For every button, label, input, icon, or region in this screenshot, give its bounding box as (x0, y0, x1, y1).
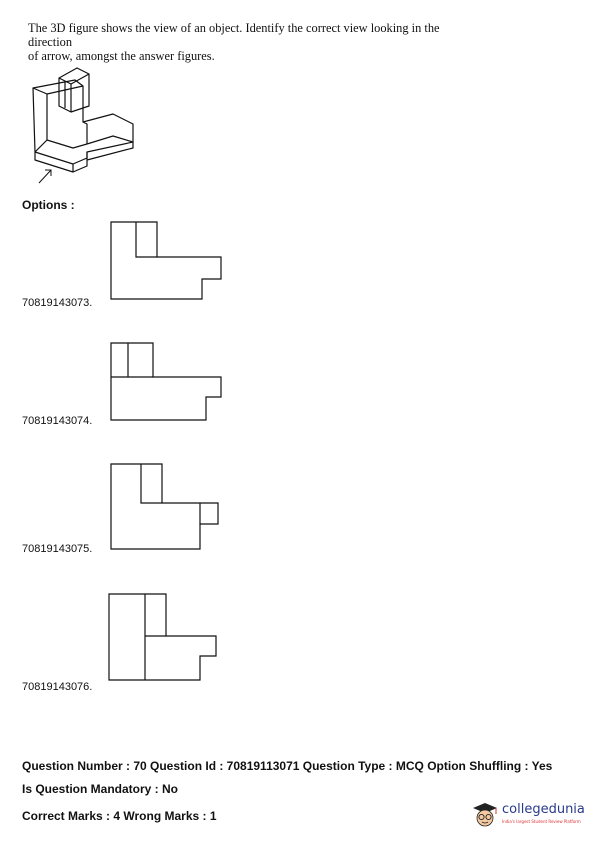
question-line-1: The 3D figure shows the view of an objec… (28, 21, 440, 49)
logo-name: collegedunia (502, 802, 585, 817)
option-figure-1 (110, 221, 222, 300)
question-line-2: of arrow, amongst the answer figures. (28, 49, 215, 63)
option-id-4: 70819143076. (22, 681, 93, 693)
option-id-3: 70819143075. (22, 543, 93, 555)
option-id-2: 70819143074. (22, 415, 93, 427)
option-id-1: 70819143073. (22, 297, 93, 309)
option-figure-3 (110, 463, 219, 550)
collegedunia-logo: collegedunia India's largest Student Rev… (470, 800, 585, 830)
question-meta-line-2: Is Question Mandatory : No (22, 782, 179, 796)
object-3d-figure (32, 67, 134, 184)
logo-tagline: India's largest Student Review Platform (502, 819, 581, 824)
question-meta-line-3: Correct Marks : 4 Wrong Marks : 1 (22, 809, 217, 823)
student-mascot-icon (473, 803, 497, 827)
option-figure-2 (110, 342, 222, 421)
option-figure-4 (108, 593, 217, 681)
options-label: Options : (22, 198, 75, 212)
arrow-icon (38, 169, 52, 184)
question-meta-line-1: Question Number : 70 Question Id : 70819… (22, 759, 553, 773)
question-text: The 3D figure shows the view of an objec… (28, 21, 478, 63)
